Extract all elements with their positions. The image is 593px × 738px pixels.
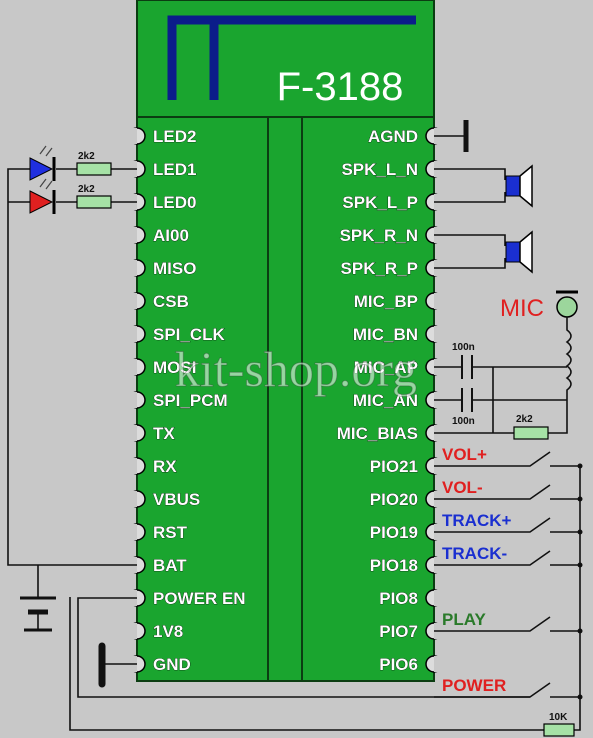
- left-pin-label: GND: [153, 655, 191, 674]
- mic-label: MIC: [500, 295, 544, 322]
- left-pin-label: LED1: [153, 160, 196, 179]
- speaker-left-cone: [519, 164, 533, 208]
- led-red-icon: [29, 190, 54, 214]
- cap-bottom-label: 100n: [452, 416, 475, 427]
- chip-name: F-3188: [277, 65, 404, 109]
- right-pin-label: PIO7: [379, 622, 418, 641]
- mic-coil: [565, 317, 572, 400]
- left-pin-label: MISO: [153, 259, 196, 278]
- left-pin-label: LED2: [153, 127, 196, 146]
- left-pin-mask: [128, 458, 137, 474]
- left-pin-label: LED0: [153, 193, 196, 212]
- button-switch: [434, 517, 580, 533]
- button-label: TRACK+: [442, 511, 511, 530]
- button-group: VOL+ VOL- TRACK+ TRACK- PLAY POWER: [434, 445, 583, 700]
- left-pin-mask: [128, 524, 137, 540]
- mic-bias-wire: [434, 367, 568, 434]
- right-pin-label: MIC_AN: [353, 391, 418, 410]
- mic-icon: [556, 296, 578, 318]
- right-pin-label: AGND: [368, 127, 418, 146]
- right-pin-label: SPK_L_N: [341, 160, 418, 179]
- antenna-trace: [167, 15, 416, 100]
- chip-center-slot: [267, 116, 303, 682]
- led-blue-rays: [39, 145, 53, 157]
- right-pin-mask: [434, 656, 443, 672]
- speaker-right-icon: [505, 241, 521, 263]
- right-pin-mask: [434, 326, 443, 342]
- cap-top-label: 100n: [452, 342, 475, 353]
- left-pin-label: MOSI: [153, 358, 196, 377]
- left-pin-label: CSB: [153, 292, 189, 311]
- right-pin-label: MIC_AP: [354, 358, 418, 377]
- button-label: VOL-: [442, 478, 483, 497]
- button-switch: [434, 451, 580, 467]
- left-pin-mask: [128, 425, 137, 441]
- right-pin-label: MIC_BIAS: [337, 424, 418, 443]
- right-pin-label: MIC_BN: [353, 325, 418, 344]
- left-pin-label: POWER EN: [153, 589, 246, 608]
- left-pin-label: SPI_CLK: [153, 325, 226, 344]
- button-switch: [434, 682, 580, 698]
- led-common-wire: [7, 168, 137, 566]
- left-pin-mask: [128, 128, 137, 144]
- button-rail: [69, 466, 581, 731]
- resistor-bottom-label: 10K: [549, 712, 568, 723]
- resistor-bias: [513, 426, 549, 440]
- button-switch: [434, 550, 580, 566]
- resistor-bottom: [543, 723, 575, 737]
- right-pin-label: PIO21: [370, 457, 418, 476]
- left-pin-mask: [128, 623, 137, 639]
- left-pin-mask: [128, 227, 137, 243]
- left-pin-label: RX: [153, 457, 177, 476]
- left-pin-mask: [128, 326, 137, 342]
- button-label: VOL+: [442, 445, 487, 464]
- left-pin-mask: [128, 359, 137, 375]
- led-red-rays: [39, 178, 53, 190]
- button-switch: [434, 484, 580, 500]
- left-pin-label: 1V8: [153, 622, 183, 641]
- right-pin-mask: [434, 590, 443, 606]
- speaker-right-wire: [434, 234, 506, 269]
- power-en-wire: [77, 597, 530, 698]
- right-pin-label: PIO8: [379, 589, 418, 608]
- left-pin-mask: [128, 260, 137, 276]
- resistor-led0: [76, 195, 112, 209]
- speaker-right-cone: [519, 230, 533, 274]
- left-pin-mask: [128, 293, 137, 309]
- resistor-led0-label: 2k2: [78, 184, 95, 195]
- button-switch: [434, 616, 580, 632]
- resistor-led1-label: 2k2: [78, 151, 95, 162]
- speaker-left-wire: [434, 168, 506, 203]
- right-pin-label: PIO20: [370, 490, 418, 509]
- right-pin-label: SPK_L_P: [342, 193, 418, 212]
- right-pin-label: PIO19: [370, 523, 418, 542]
- resistor-bias-label: 2k2: [516, 414, 533, 425]
- right-pin-label: SPK_R_N: [340, 226, 418, 245]
- right-pin-label: PIO18: [370, 556, 418, 575]
- right-pin-label: PIO6: [379, 655, 418, 674]
- right-pin-label: MIC_BP: [354, 292, 418, 311]
- led-resistor-wire: [56, 168, 137, 203]
- left-pin-label: VBUS: [153, 490, 200, 509]
- left-pin-mask: [128, 491, 137, 507]
- led-blue-icon: [29, 157, 54, 181]
- button-label: PLAY: [442, 610, 486, 629]
- button-label: TRACK-: [442, 544, 507, 563]
- button-label: POWER: [442, 676, 506, 695]
- left-pin-label: BAT: [153, 556, 187, 575]
- right-pin-label: SPK_R_P: [341, 259, 418, 278]
- right-pin-mask: [434, 293, 443, 309]
- left-pin-mask: [128, 392, 137, 408]
- watermark: kit-shop.org: [175, 341, 417, 397]
- resistor-led1: [76, 162, 112, 176]
- left-pin-label: AI00: [153, 226, 189, 245]
- left-pin-label: RST: [153, 523, 188, 542]
- left-pin-label: TX: [153, 424, 175, 443]
- left-pin-label: SPI_PCM: [153, 391, 228, 410]
- speaker-left-icon: [505, 175, 521, 197]
